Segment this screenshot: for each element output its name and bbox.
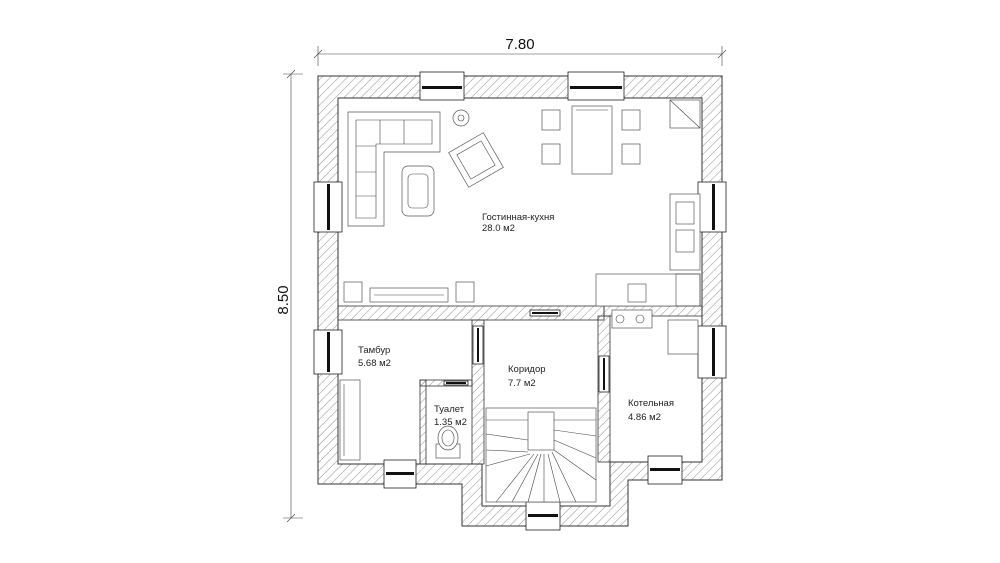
kitchen-counter — [595, 193, 701, 307]
room-label-corridor: Коридор 7.7 м2 — [508, 364, 546, 389]
tv-stand — [369, 287, 449, 303]
boiler — [611, 309, 653, 329]
window-bottom-right — [647, 455, 683, 485]
dimension-height-label: 8.50 — [275, 285, 292, 314]
room-label-living-kitchen: Гостинная-кухня 28.0 м2 — [482, 212, 554, 234]
wardrobe — [339, 379, 361, 461]
dining-chairs — [541, 109, 641, 165]
room-label-toilet: Туалет 1.35 м2 — [434, 404, 467, 428]
room-area: 7.7 м2 — [508, 378, 536, 389]
fridge — [669, 99, 701, 129]
window-bottom-center — [525, 501, 561, 531]
door-hall-living — [529, 309, 561, 317]
room-name: Коридор — [508, 364, 546, 375]
room-label-boiler-room: Котельная 4.86 м2 — [628, 398, 674, 423]
room-label-vestibule: Тамбур 5.68 м2 — [358, 345, 391, 369]
room-name: Котельная — [628, 398, 674, 409]
armchair — [448, 132, 504, 188]
dining-table — [571, 105, 613, 175]
toilet-icon — [435, 425, 461, 459]
door-vestibule-hall — [472, 325, 484, 365]
room-name: Тамбур — [358, 345, 390, 356]
dimension-width: 7.80 — [313, 36, 727, 66]
door-boiler-room — [598, 355, 610, 393]
window-top-left — [419, 71, 465, 101]
window-bottom-left — [383, 459, 417, 489]
coffee-table — [401, 165, 435, 217]
door-toilet — [443, 380, 469, 386]
dimension-width-label: 7.80 — [505, 36, 534, 53]
window-top-right — [567, 71, 625, 101]
water-heater — [667, 319, 699, 355]
room-name: Туалет — [434, 404, 465, 415]
room-area: 28.0 м2 — [482, 223, 515, 234]
window-right-lower — [697, 325, 727, 379]
staircase — [485, 407, 597, 503]
window-right-upper — [697, 181, 727, 233]
window-left-lower — [313, 329, 343, 375]
room-area: 1.35 м2 — [434, 417, 467, 428]
corner-sofa — [347, 111, 441, 227]
floor-lamp — [452, 109, 470, 127]
dimension-height: 8.50 — [275, 69, 303, 523]
room-area: 4.86 м2 — [628, 412, 661, 423]
room-name: Гостинная-кухня — [482, 212, 554, 223]
window-left-upper — [313, 181, 343, 233]
room-area: 5.68 м2 — [358, 358, 391, 369]
side-chairs — [343, 281, 475, 303]
